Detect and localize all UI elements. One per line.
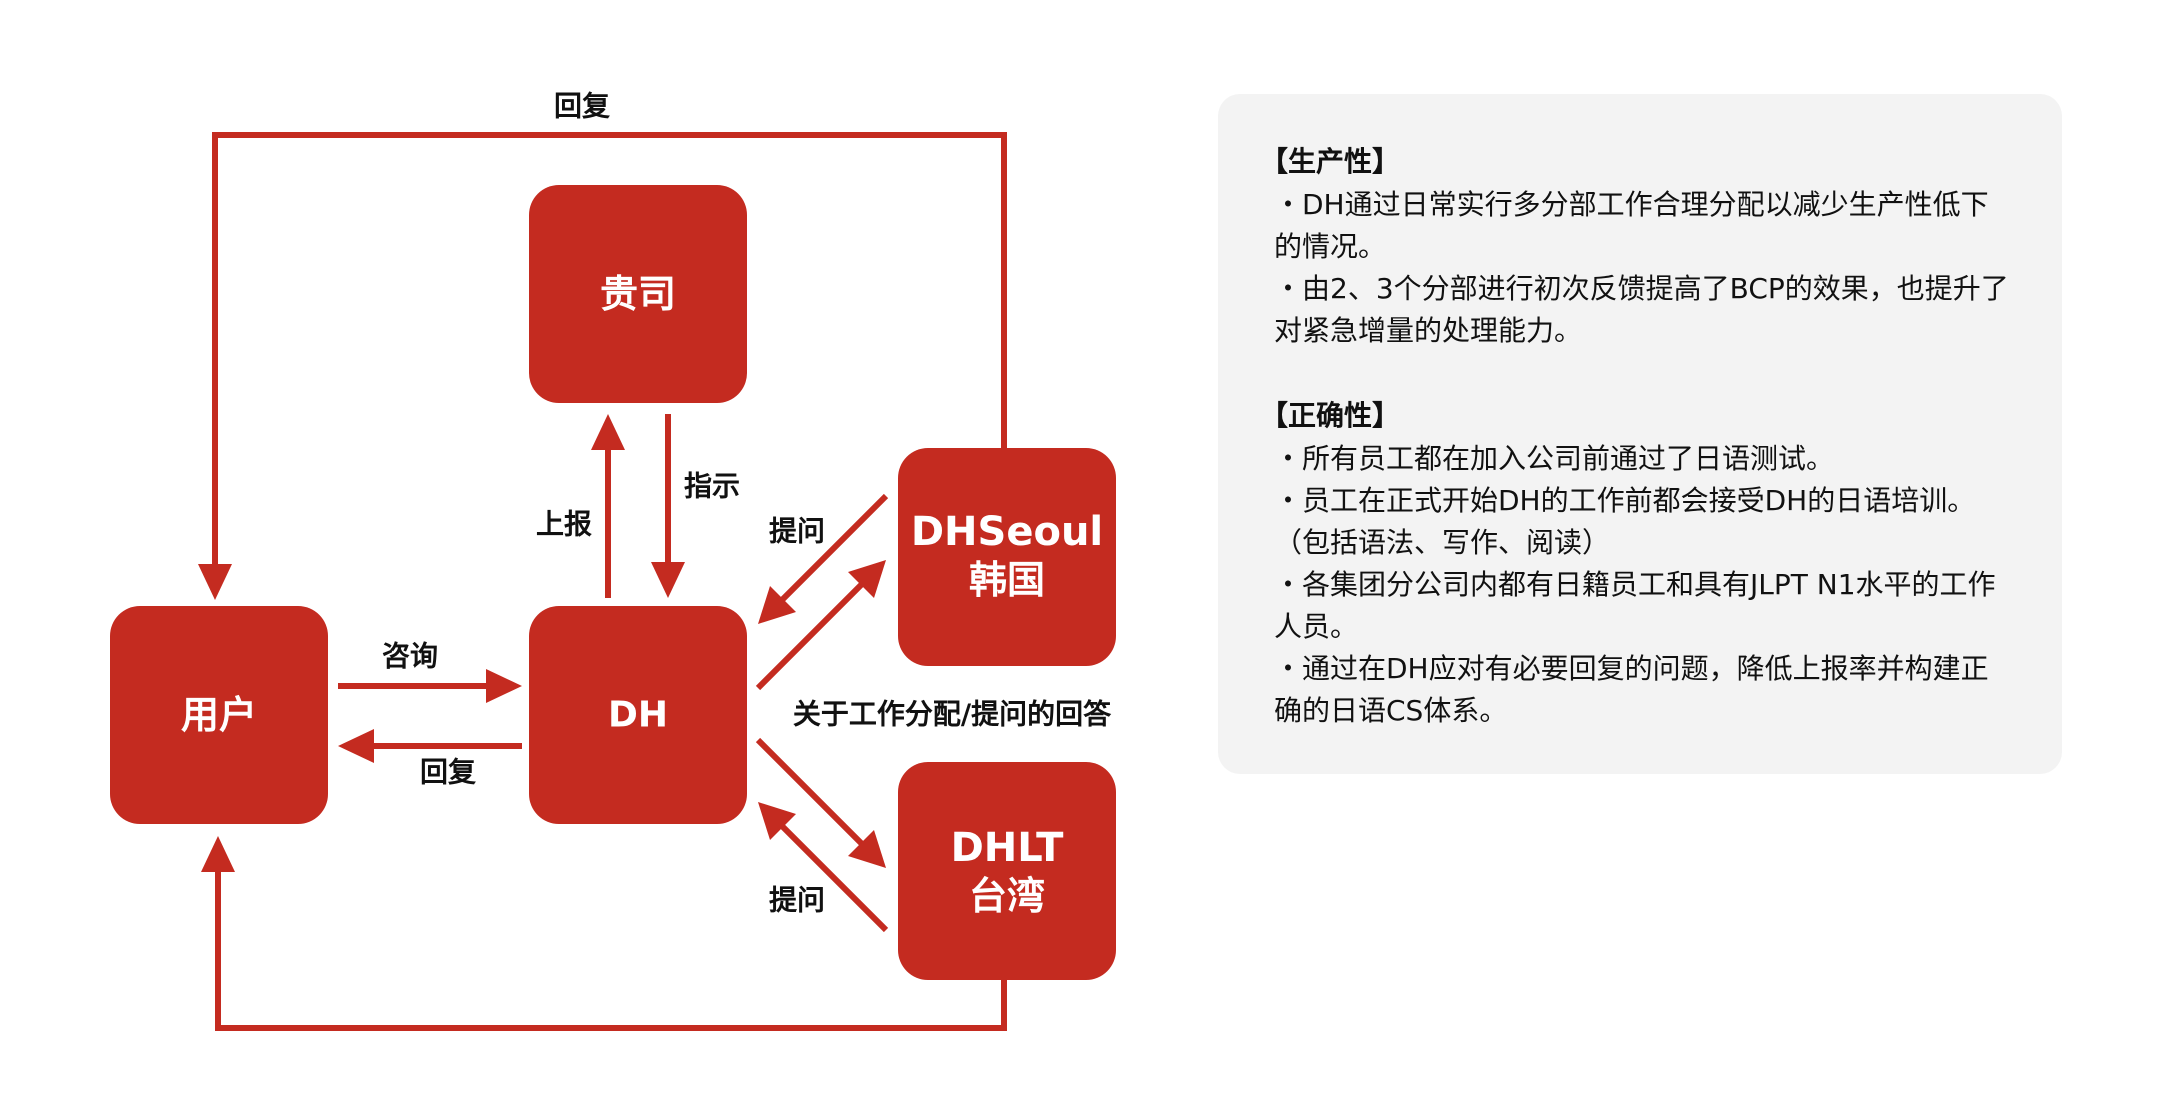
edge-label-consult: 咨询 [382, 640, 438, 673]
node-company: 贵司 [529, 185, 747, 403]
node-dh-label: DH [608, 695, 668, 736]
edge-ask-seoul [758, 493, 889, 624]
edge-label-reply-top: 回复 [554, 90, 610, 123]
section-list-productivity: ・DH通过日常实行多分部工作合理分配以减少生产性低下的情况。 ・由2、3个分部进… [1274, 184, 2012, 352]
flow-diagram: 回复 咨询 回复 上报 指示 提问 [110, 90, 1116, 1031]
edge-reply-top [198, 132, 1007, 600]
edge-report [591, 414, 625, 598]
node-dhseoul-label-line1: DHSeoul [911, 509, 1103, 555]
info-panel: 【生产性】 ・DH通过日常实行多分部工作合理分配以减少生产性低下的情况。 ・由2… [1218, 94, 2062, 774]
node-dhlt-label-line1: DHLT [951, 825, 1065, 871]
edge-ask-dhlt [758, 802, 889, 933]
edge-label-answer: 关于工作分配/提问的回答 [793, 698, 1112, 731]
edge-label-instruct: 指示 [684, 470, 740, 503]
list-item: ・所有员工都在加入公司前通过了日语测试。 [1274, 442, 1835, 475]
list-item: ・员工在正式开始DH的工作前都会接受DH的日语培训。（包括语法、写作、阅读） [1274, 484, 1976, 559]
list-item: ・各集团分公司内都有日籍员工和具有JLPT N1水平的工作人员。 [1274, 568, 1996, 643]
edge-answer-seoul [755, 560, 886, 691]
section-title-accuracy: 【正确性】 [1260, 399, 1401, 432]
edge-consult [338, 669, 522, 703]
node-dh: DH [529, 606, 747, 824]
edge-label-ask-dhlt: 提问 [769, 884, 825, 917]
edge-label-ask-seoul: 提问 [769, 515, 825, 548]
section-productivity: 【生产性】 ・DH通过日常实行多分部工作合理分配以减少生产性低下的情况。 ・由2… [1260, 140, 2012, 352]
edge-reply-bottom [201, 836, 1007, 1031]
node-user-label: 用户 [181, 693, 257, 737]
edge-label-reply-mid: 回复 [420, 756, 476, 789]
edge-label-report: 上报 [536, 508, 592, 541]
list-item: ・DH通过日常实行多分部工作合理分配以减少生产性低下的情况。 [1274, 188, 1989, 263]
section-title-productivity: 【生产性】 [1260, 145, 1401, 178]
list-item: ・由2、3个分部进行初次反馈提高了BCP的效果，也提升了对紧急增量的处理能力。 [1274, 272, 2009, 347]
section-accuracy: 【正确性】 ・所有员工都在加入公司前通过了日语测试。 ・员工在正式开始DH的工作… [1260, 394, 2012, 732]
edge-reply-mid [338, 729, 522, 763]
edge-instruct [651, 414, 685, 598]
list-item: ・通过在DH应对有必要回复的问题，降低上报率并构建正确的日语CS体系。 [1274, 652, 1989, 727]
node-dhlt: DHLT 台湾 [898, 762, 1116, 980]
edge-answer-dhlt [755, 737, 886, 868]
node-company-label: 贵司 [600, 272, 676, 316]
node-dhseoul-label-line2: 韩国 [969, 558, 1045, 602]
node-dhseoul: DHSeoul 韩国 [898, 448, 1116, 666]
node-dhlt-label-line2: 台湾 [969, 874, 1045, 918]
node-user: 用户 [110, 606, 328, 824]
section-list-accuracy: ・所有员工都在加入公司前通过了日语测试。 ・员工在正式开始DH的工作前都会接受D… [1274, 438, 2012, 732]
